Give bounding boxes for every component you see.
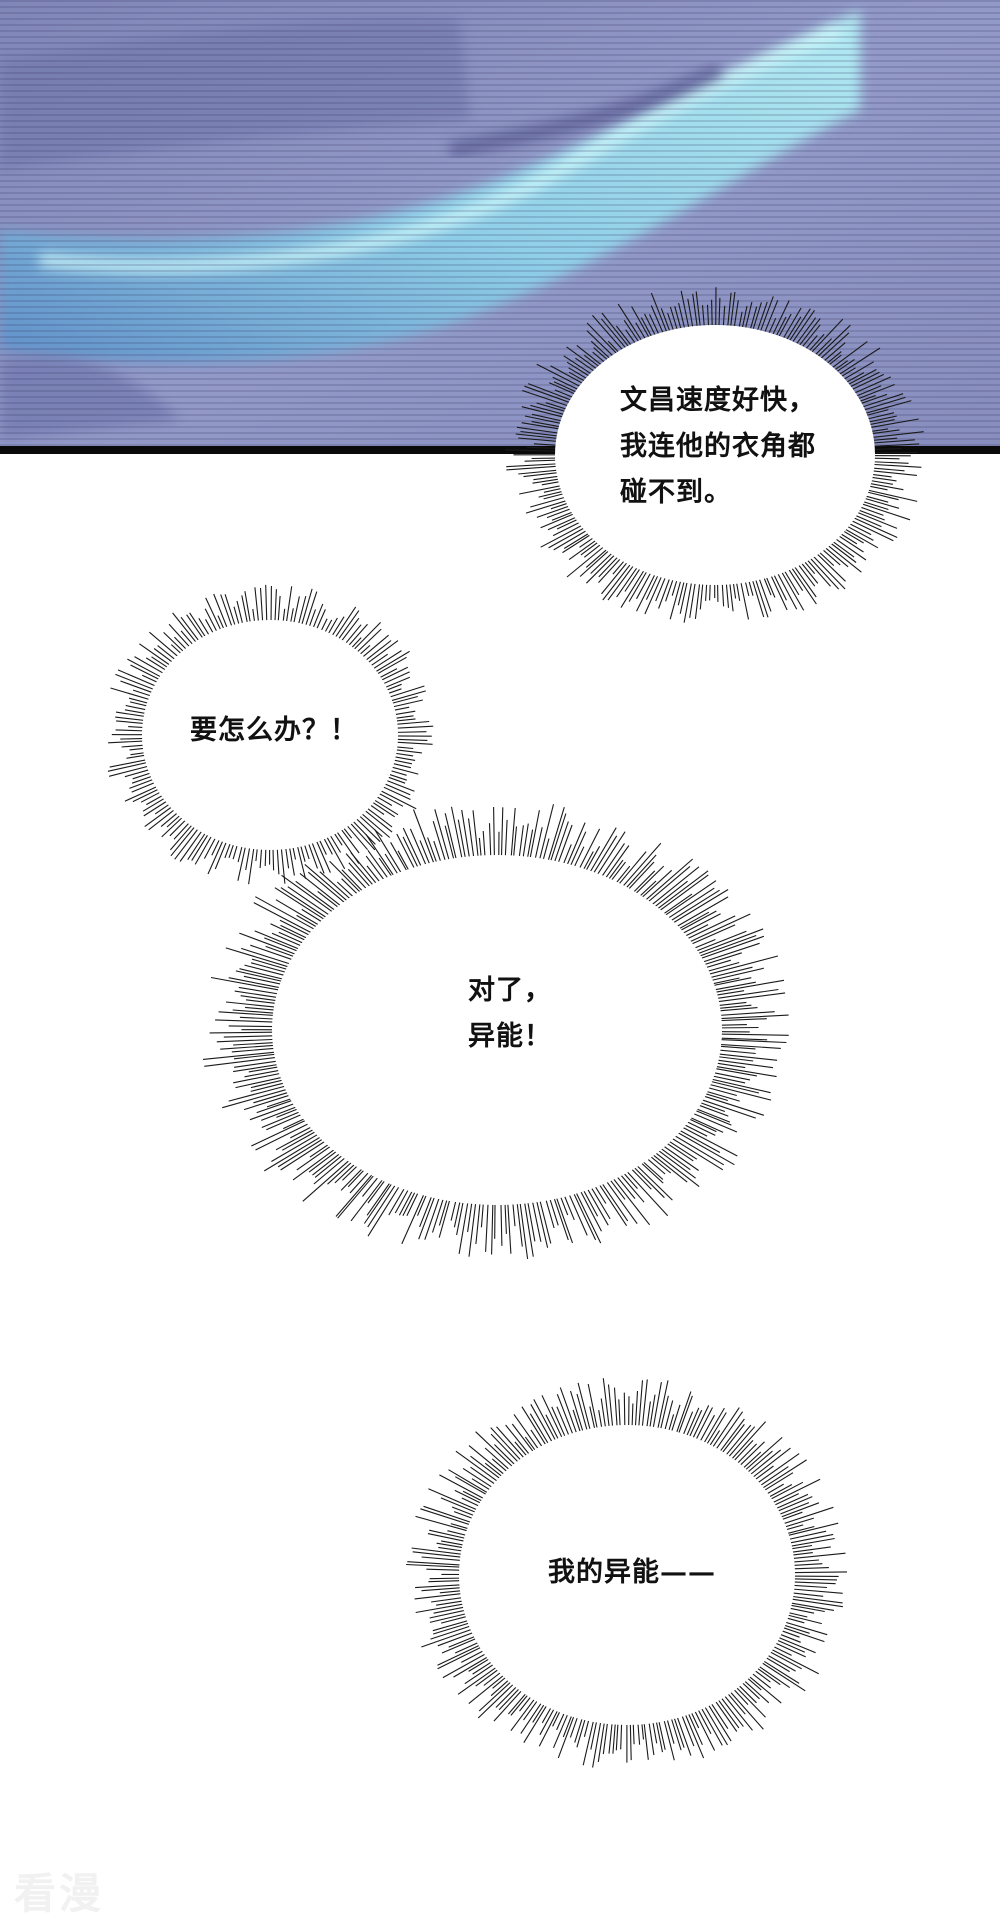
thought-bubble-3-rays bbox=[202, 804, 789, 1259]
watermark: 看漫 bbox=[14, 1869, 105, 1918]
thought-bubble-1 bbox=[505, 287, 924, 623]
thought-bubble-4-rays bbox=[406, 1378, 848, 1768]
thought-bubble-2-body bbox=[142, 620, 398, 850]
thought-bubble-1-text: 文昌速度好快， 我连他的衣角都 碰不到。 bbox=[620, 385, 816, 508]
thought-bubble-4-body bbox=[459, 1425, 795, 1725]
thought-bubble-2-text: 要怎么办？！ bbox=[190, 715, 358, 746]
thought-bubble-4-text: 我的异能—— bbox=[548, 1557, 716, 1588]
thought-bubble-3-body bbox=[272, 855, 722, 1205]
thought-bubble-2-rays bbox=[107, 584, 434, 885]
panel-border bbox=[0, 446, 1000, 454]
thought-bubble-2 bbox=[107, 584, 434, 885]
thought-bubble-3 bbox=[202, 804, 789, 1259]
thought-bubble-4 bbox=[406, 1378, 848, 1768]
thought-bubble-1-body bbox=[555, 325, 875, 585]
thought-bubble-1-rays bbox=[505, 287, 924, 623]
thought-bubble-3-text: 对了， 异能！ bbox=[468, 975, 552, 1052]
